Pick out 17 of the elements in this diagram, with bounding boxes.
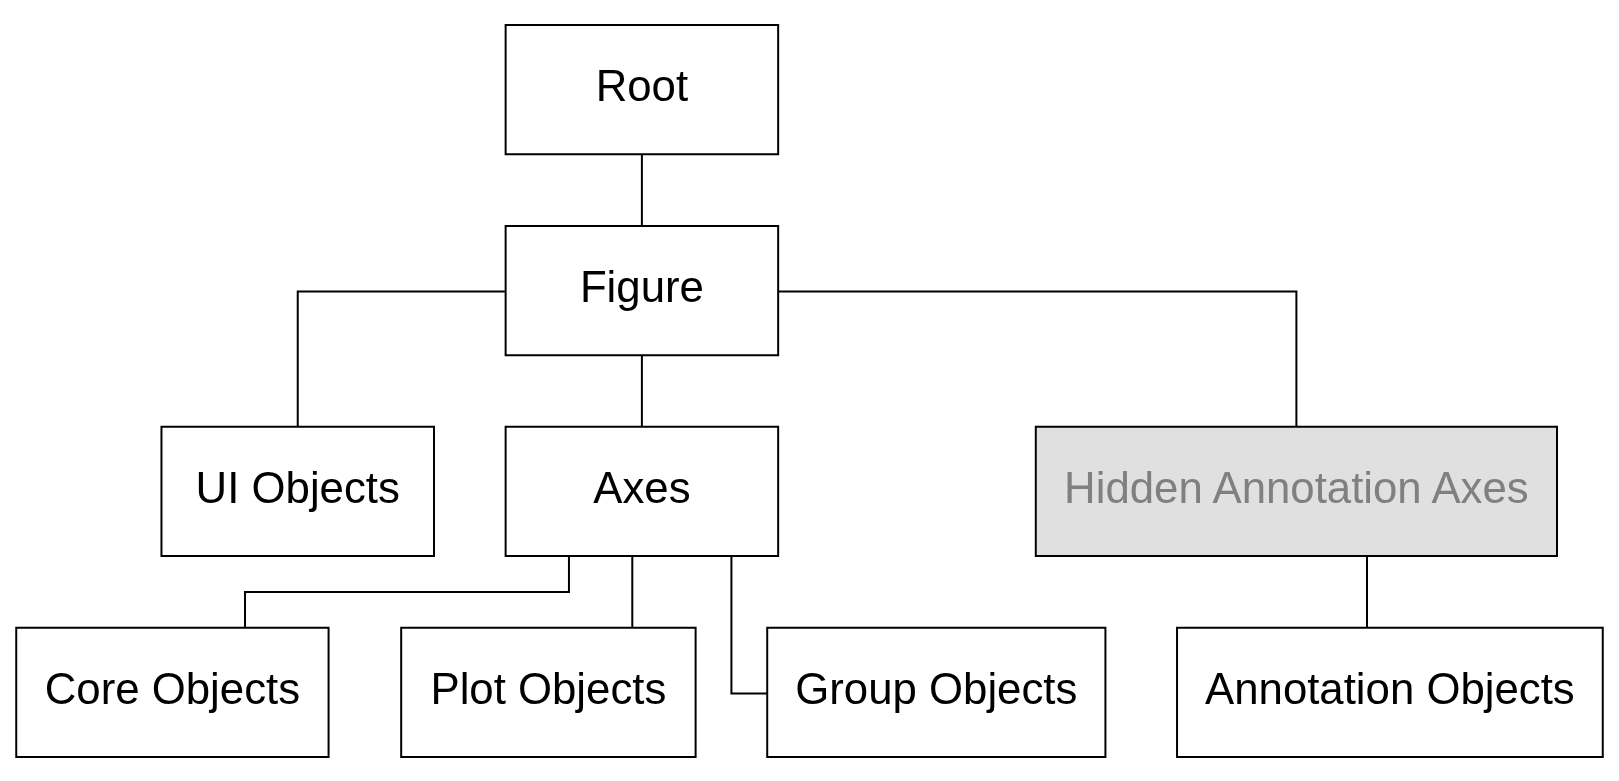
connector [244, 554, 570, 629]
connector [730, 554, 769, 694]
connector [640, 152, 643, 226]
node-box: Annotation Objects [1176, 626, 1604, 758]
node-box: UI Objects [160, 425, 435, 557]
connector [1366, 554, 1368, 628]
node-box: Root [504, 23, 780, 155]
node-box: Core Objects [15, 626, 330, 758]
node-box: Plot Objects [400, 626, 697, 758]
node-box: Axes [504, 425, 780, 557]
node-box: Hidden Annotation Axes [1034, 425, 1558, 557]
connector [631, 554, 634, 628]
connector [777, 290, 1298, 428]
node-box: Figure [504, 224, 780, 356]
connector [640, 353, 643, 427]
node-box: Group Objects [766, 626, 1107, 758]
connector [296, 290, 506, 428]
